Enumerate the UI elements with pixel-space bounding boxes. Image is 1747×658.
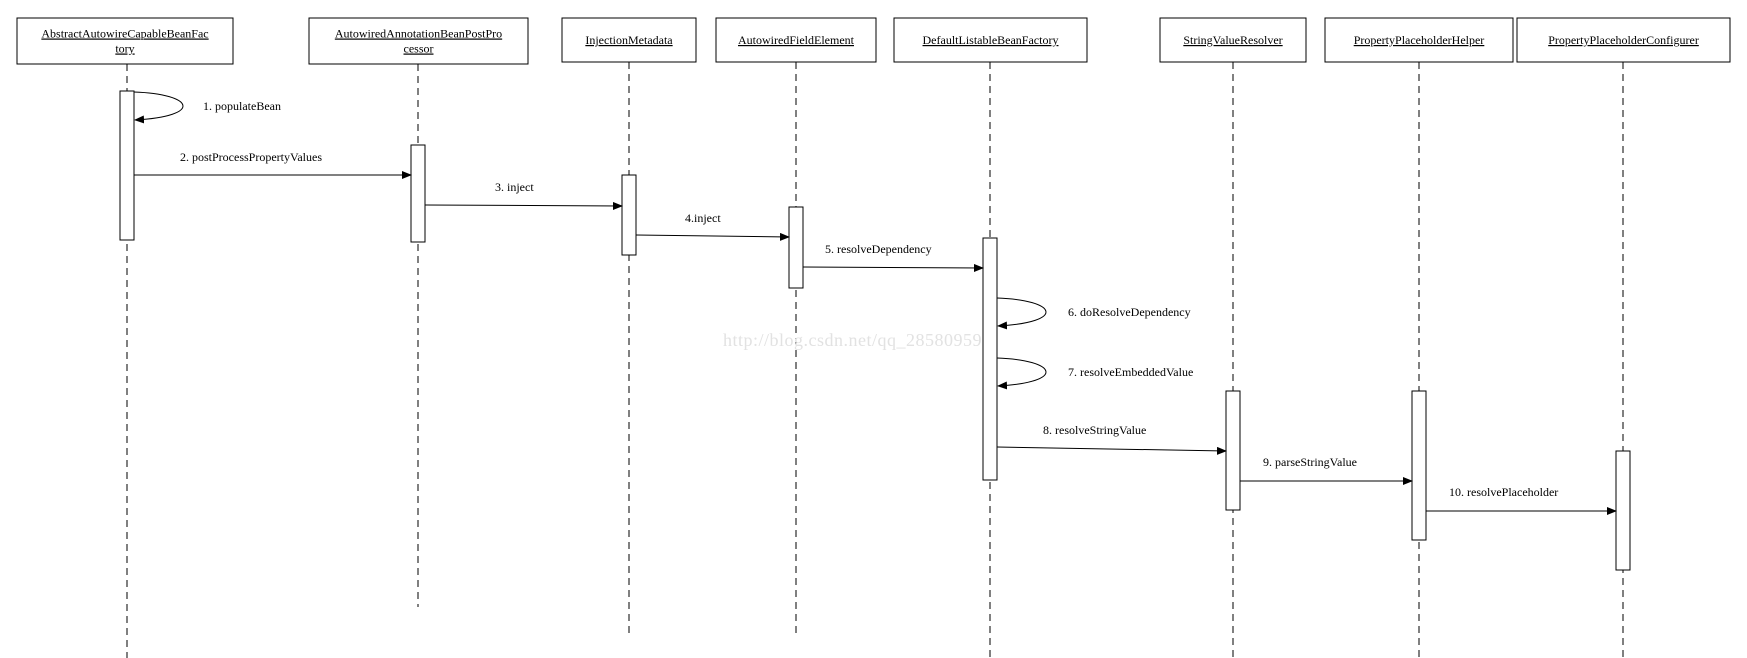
message-10: 10. resolvePlaceholder xyxy=(1426,485,1617,515)
participant-box-p4 xyxy=(715,17,877,63)
message-label: 2. postProcessPropertyValues xyxy=(180,150,322,164)
participant-p4: AutowiredFieldElement xyxy=(715,17,877,637)
participant-title-line: InjectionMetadata xyxy=(585,33,673,47)
self-call-arrow xyxy=(996,297,1047,330)
message-4: 4.inject xyxy=(635,211,790,241)
message-arrow xyxy=(635,232,790,241)
participant-box-p5 xyxy=(893,17,1088,63)
participant-title-line: DefaultListableBeanFactory xyxy=(923,33,1059,47)
message-label: 7. resolveEmbeddedValue xyxy=(1068,365,1193,379)
activation-bar-p7 xyxy=(1411,390,1427,541)
activation-bar-p2 xyxy=(410,144,426,243)
message-label: 3. inject xyxy=(495,180,534,194)
message-label: 5. resolveDependency xyxy=(825,242,932,256)
message-arrow xyxy=(996,446,1227,455)
message-label: 10. resolvePlaceholder xyxy=(1449,485,1558,499)
message-1: 1. populateBean xyxy=(133,91,281,124)
participant-title-line: PropertyPlaceholderConfigurer xyxy=(1548,33,1699,47)
participant-box-p2 xyxy=(308,17,529,65)
activation-bar-p4 xyxy=(788,206,804,289)
participant-title-line: tory xyxy=(115,42,134,56)
message-label: 1. populateBean xyxy=(203,99,281,113)
message-arrow xyxy=(424,201,623,210)
activation-bar-p3 xyxy=(621,174,637,256)
participant-box-p1 xyxy=(16,17,234,65)
participant-box-p6 xyxy=(1159,17,1307,63)
message-5: 5. resolveDependency xyxy=(802,242,984,272)
watermark-text: http://blog.csdn.net/qq_28580959 xyxy=(723,330,982,350)
participant-title-line: AbstractAutowireCapableBeanFac xyxy=(41,27,208,41)
participant-p7: PropertyPlaceholderHelper xyxy=(1324,17,1514,658)
self-call-arrow xyxy=(996,357,1047,390)
participant-title-line: cessor xyxy=(404,42,434,56)
participant-title-line: AutowiredFieldElement xyxy=(738,33,855,47)
participant-p5: DefaultListableBeanFactory xyxy=(893,17,1088,658)
participant-box-p8 xyxy=(1516,17,1731,63)
message-6: 6. doResolveDependency xyxy=(996,297,1191,330)
activation-bar-p1 xyxy=(119,90,135,241)
message-label: 4.inject xyxy=(685,211,721,225)
activation-bar-p6 xyxy=(1225,390,1241,511)
message-label: 9. parseStringValue xyxy=(1263,455,1357,469)
participant-title-line: PropertyPlaceholderHelper xyxy=(1354,33,1485,47)
participant-box-p3 xyxy=(561,17,697,63)
activation-bar-p8 xyxy=(1615,450,1631,571)
message-label: 8. resolveStringValue xyxy=(1043,423,1146,437)
message-2: 2. postProcessPropertyValues xyxy=(134,150,412,179)
message-3: 3. inject xyxy=(424,180,623,210)
message-label: 6. doResolveDependency xyxy=(1068,305,1191,319)
participant-title-line: StringValueResolver xyxy=(1183,33,1282,47)
self-call-arrow xyxy=(133,91,184,124)
participant-p6: StringValueResolver xyxy=(1159,17,1307,658)
message-arrow xyxy=(802,263,984,272)
participant-box-p7 xyxy=(1324,17,1514,63)
message-9: 9. parseStringValue xyxy=(1240,455,1413,485)
participant-p3: InjectionMetadata xyxy=(561,17,697,637)
activation-bar-p5 xyxy=(982,237,998,481)
message-8: 8. resolveStringValue xyxy=(996,423,1227,455)
message-7: 7. resolveEmbeddedValue xyxy=(996,357,1193,390)
participant-title-line: AutowiredAnnotationBeanPostPro xyxy=(335,27,502,41)
